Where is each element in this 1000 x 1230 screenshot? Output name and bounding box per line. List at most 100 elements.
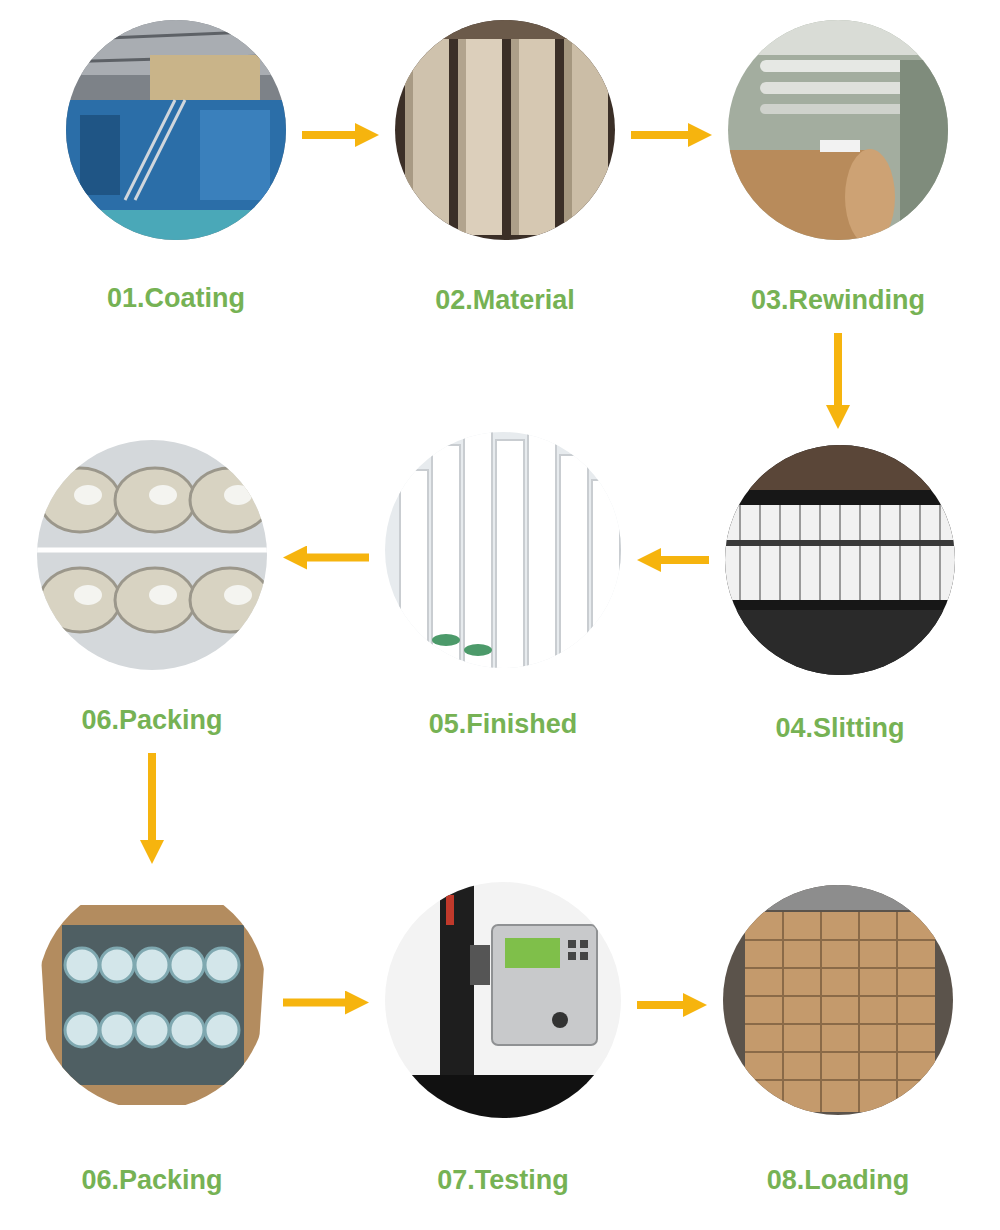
process-step: 05.Finished [385, 432, 621, 741]
carton-inside [62, 925, 244, 1085]
machine-panel [80, 115, 120, 195]
process-step: 04.Slitting [725, 445, 955, 745]
test-column [440, 885, 474, 1075]
step-label: 07.Testing [437, 1163, 569, 1197]
roll-shadow [511, 35, 519, 235]
rewinding-photo [720, 15, 955, 245]
step-label: 04.Slitting [775, 711, 904, 745]
photo-ground [720, 880, 955, 1115]
slit-lines [740, 505, 940, 600]
machine-body [60, 100, 295, 210]
flow-arrow [637, 1001, 695, 1009]
roof-beam [60, 30, 295, 40]
photo-circle [385, 882, 621, 1118]
process-step: 01.Coating [66, 20, 286, 315]
machine-panel [200, 110, 270, 200]
window-light [720, 15, 955, 55]
film-strip [820, 140, 860, 152]
finished-tubes [400, 430, 620, 670]
packing-photo [35, 438, 270, 673]
photo-outline [396, 21, 614, 239]
photo-outline [38, 881, 266, 1109]
flow-arrow [283, 999, 357, 1007]
photo-outline [67, 21, 285, 239]
machine-base [720, 610, 960, 680]
flow-arrow [649, 556, 709, 564]
step-label: 06.Packing [81, 1163, 222, 1197]
photo-outline [729, 21, 947, 239]
photo-outline [724, 886, 952, 1114]
step-label: 08.Loading [767, 1163, 910, 1197]
floor [60, 210, 295, 245]
photo-circle [37, 440, 267, 670]
slit-roll [720, 505, 960, 600]
photo-circle [728, 20, 948, 240]
material-photo [390, 15, 620, 245]
grid-line [35, 548, 270, 553]
slitting-photo [720, 440, 960, 680]
step-label: 01.Coating [107, 281, 245, 315]
container-roof [720, 880, 955, 910]
photo-ground [720, 15, 955, 245]
flow-arrow [631, 131, 700, 139]
photo-circle [66, 20, 286, 240]
shelf [390, 15, 620, 39]
box-seams [745, 912, 935, 1112]
tape-band [720, 540, 960, 546]
process-step: 03.Rewinding [728, 20, 948, 317]
loading-photo [720, 880, 955, 1115]
material-roll [458, 35, 502, 235]
process-step: 08.Loading [723, 885, 953, 1197]
wrap-highlights [74, 485, 252, 605]
material-roll [405, 35, 449, 235]
material-roll [511, 35, 555, 235]
carton [38, 905, 268, 1105]
control-panel [492, 925, 597, 1045]
panel-screen [505, 938, 560, 968]
photo-circle [37, 880, 267, 1110]
carton-photo [35, 878, 270, 1113]
roll-end [845, 149, 895, 245]
keypad [568, 940, 588, 960]
stairs [125, 100, 175, 200]
step-label: 05.Finished [429, 707, 578, 741]
photo-circle [725, 445, 955, 675]
photo-outline [386, 433, 620, 667]
stairs [135, 100, 185, 200]
photo-circle [723, 885, 953, 1115]
photo-circle [385, 432, 621, 668]
coating-photo [60, 15, 295, 245]
photo-outline [726, 446, 954, 674]
process-step: 06.Packing [37, 440, 267, 737]
photo-outline [38, 441, 266, 669]
process-step: 06.Packing [37, 880, 267, 1197]
process-step: 07.Testing [385, 882, 621, 1197]
test-grip [470, 945, 490, 985]
photo-ground [35, 878, 270, 1113]
roll-shadow [458, 35, 466, 235]
photo-ground [720, 440, 960, 680]
machine-top [150, 55, 260, 100]
tube-cap [432, 634, 460, 646]
step-label: 03.Rewinding [751, 283, 925, 317]
test-bench [380, 1075, 625, 1125]
packed-rolls [65, 948, 239, 1047]
photo-ground [390, 15, 620, 245]
photo-ground [380, 430, 625, 675]
photo-ground [60, 15, 295, 245]
material-roll [564, 35, 608, 235]
machine-frame [900, 60, 955, 240]
stacked-boxes [745, 912, 935, 1112]
machine-top [720, 440, 960, 490]
flow-arrow [834, 333, 842, 417]
process-step: 02.Material [395, 20, 615, 317]
step-label: 02.Material [435, 283, 575, 317]
roll-shadow [405, 35, 413, 235]
roll-shadow [564, 35, 572, 235]
flow-arrow [302, 131, 367, 139]
finished-photo [380, 430, 625, 675]
flow-arrow [148, 753, 156, 852]
